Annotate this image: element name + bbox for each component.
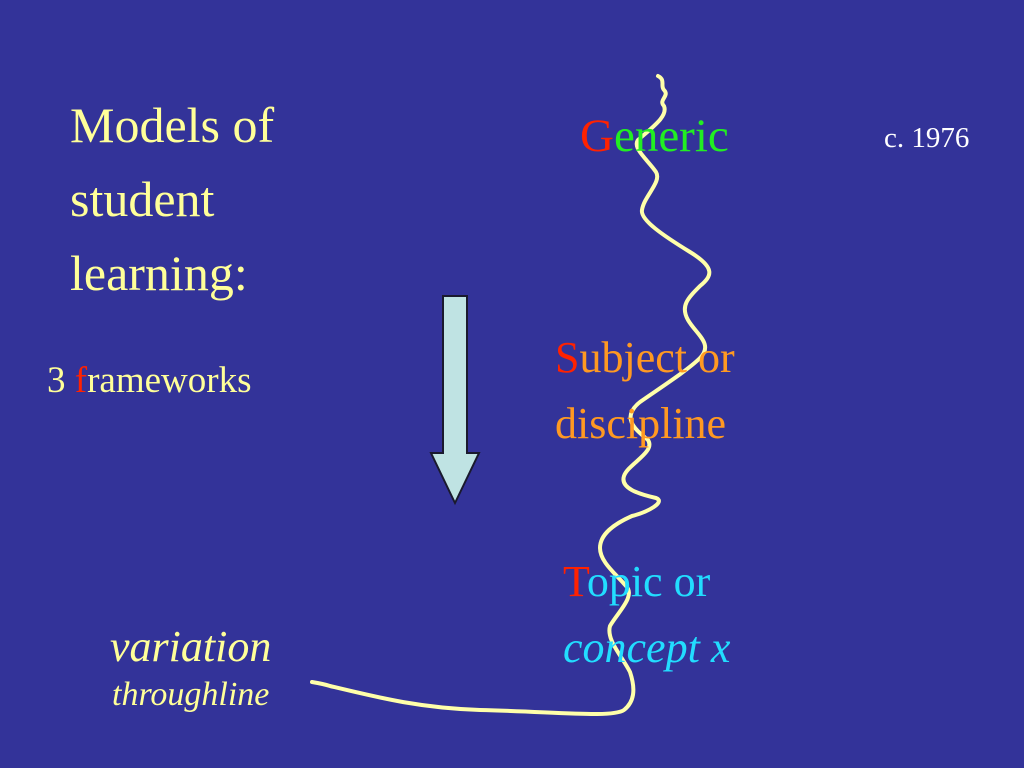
frameworks-number: 3 — [47, 360, 75, 401]
level-topic: Topic or concept x — [563, 549, 730, 681]
date-label: c. 1976 — [884, 122, 970, 154]
frameworks-rest: rameworks — [87, 360, 252, 401]
level-subject-rest: ubject or — [579, 333, 735, 382]
level-subject-initial: S — [555, 333, 580, 382]
level-generic: Generic — [580, 113, 729, 160]
level-generic-initial: G — [580, 110, 614, 162]
throughline-label: throughline — [112, 676, 270, 713]
level-subject-line-1: Subject or — [555, 325, 735, 391]
frameworks-subtitle: 3 frameworks — [47, 362, 251, 399]
level-topic-line-2: concept x — [563, 623, 731, 672]
slide-title: Models of student learning: — [70, 88, 274, 310]
variation-label: variation — [110, 622, 272, 671]
level-topic-line-1: Topic or — [563, 549, 730, 615]
frameworks-accent-letter: f — [74, 360, 88, 401]
level-subject-line-2: discipline — [555, 399, 727, 448]
title-line-3: learning: — [70, 245, 248, 301]
title-first-letter: M — [70, 97, 115, 153]
level-topic-initial: T — [563, 557, 587, 606]
level-subject: Subject or discipline — [555, 325, 735, 457]
level-topic-rest: opic or — [586, 557, 711, 606]
title-line-1-rest: odels of — [114, 97, 275, 153]
title-line-1: Models of — [70, 88, 274, 162]
title-line-2: student — [70, 171, 215, 227]
level-generic-rest: eneric — [613, 110, 729, 162]
